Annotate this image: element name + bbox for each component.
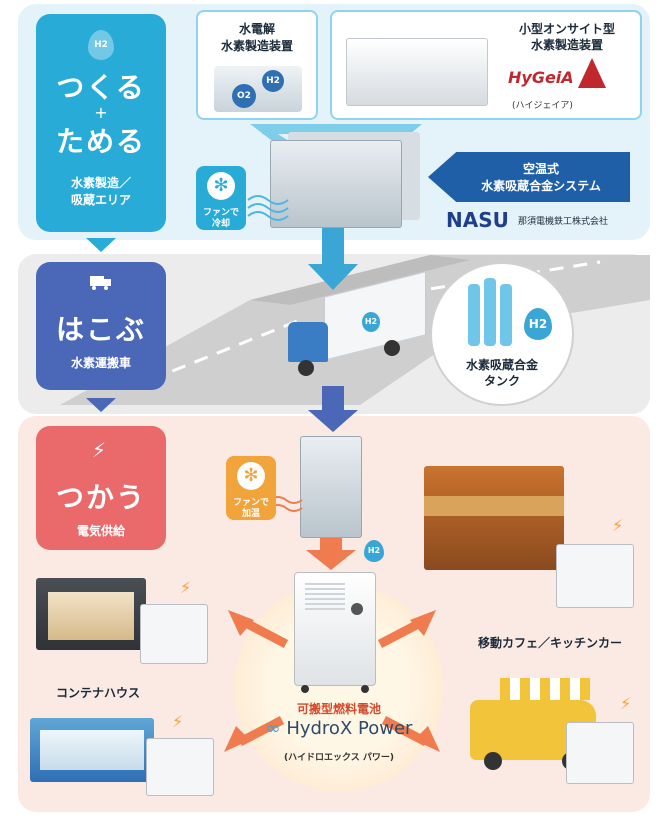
container-generator-2: [146, 738, 214, 796]
stage-make: H2 つくる + ためる 水素製造／ 吸蔵エリア: [36, 14, 166, 232]
o2-bubble: O2: [232, 84, 256, 108]
stage-use-title: つかう: [55, 481, 146, 514]
stage-carry-title: はこぶ: [55, 313, 146, 346]
air-cooled-title-2: 水素吸蔵合金システム: [481, 179, 601, 193]
tank-label-2: タンク: [483, 374, 520, 388]
stage-carry-subtitle: 水素運搬車: [70, 356, 131, 370]
nasu-company: 那須電機鉄工株式会社: [518, 217, 609, 227]
fan-heat-badge: ✻ ファンで 加温: [226, 456, 276, 520]
fuel-cell-device: [294, 572, 376, 693]
kitchen-car-generator: [566, 722, 634, 784]
tank-cylinders-graphic: [468, 278, 518, 348]
tank-label-1: 水素吸蔵合金: [465, 358, 538, 372]
stage-make-subtitle-2: 吸蔵エリア: [70, 193, 131, 207]
lightning-icon-cafe-1: ⚡: [612, 516, 624, 535]
nasu-logo: NASU: [446, 208, 509, 232]
fan-cool-text-1: ファンで: [202, 208, 239, 218]
lightning-icon-cafe-2: ⚡: [620, 694, 632, 713]
onsite-card: 小型オンサイト型 水素製造装置 HyGeiA (ハイジェイア): [330, 10, 642, 120]
fan-heat-text-2: 加温: [241, 509, 260, 519]
container-generator-1: [140, 604, 208, 664]
onsite-machine-graphic: [346, 38, 488, 106]
fan-cool-text-2: 冷却: [211, 219, 230, 229]
stage-make-title-2: ためる: [55, 125, 146, 158]
use-storage-unit-graphic: [300, 436, 362, 538]
stage-carry: はこぶ 水素運搬車: [36, 262, 166, 390]
hydrox-logo: ∞ HydroX Power: [234, 718, 444, 739]
storage-unit-graphic: [270, 140, 402, 228]
air-cooled-banner: 空温式 水素吸蔵合金システム: [428, 152, 630, 202]
container-house-graphic-2: [30, 718, 154, 782]
electrolysis-card: 水電解 水素製造装置 O2 H2: [196, 10, 318, 120]
fuelcell-h2-drop: H2: [364, 540, 384, 562]
cafe-container-graphic: [424, 466, 564, 570]
hydrox-mark-icon: ∞: [265, 718, 281, 739]
h2-bubble: H2: [262, 70, 284, 92]
fan-icon: ✻: [207, 172, 235, 200]
cafe-label: 移動カフェ／キッチンカー: [478, 636, 623, 650]
lightning-icon: ⚡: [92, 438, 107, 462]
stage-make-plus: +: [94, 103, 108, 122]
stage-use-subtitle: 電気供給: [76, 524, 125, 538]
fan-cool-badge: ✻ ファンで 冷却: [196, 166, 246, 230]
h2-drop-icon: H2: [88, 30, 114, 60]
tank-h2-drop: H2: [524, 308, 552, 340]
fuel-cell-reading: (ハイドロエックス パワー): [284, 753, 394, 763]
fan-heat-text-1: ファンで: [232, 498, 269, 508]
hygeia-logo: HyGeiA: [508, 68, 574, 87]
hygeia-a-mark: [578, 58, 606, 88]
stage-make-subtitle-1: 水素製造／: [70, 176, 131, 190]
electrolysis-tank-graphic: [214, 66, 302, 112]
onsite-title-1: 小型オンサイト型: [518, 22, 615, 36]
fuel-cell-label: 可搬型燃料電池: [296, 702, 381, 716]
cafe-generator: [556, 544, 634, 608]
truck-h2-drop: H2: [362, 312, 380, 332]
electrolysis-title-2: 水素製造装置: [220, 39, 293, 53]
tank-circle: H2 水素吸蔵合金 タンク: [430, 262, 574, 406]
stage-make-title-1: つくる: [56, 71, 146, 104]
fan-icon-heat: ✻: [237, 462, 265, 490]
stage-use: ⚡ つかう 電気供給: [36, 426, 166, 550]
air-cooled-title-1: 空温式: [522, 162, 559, 176]
lightning-icon-house-1: ⚡: [180, 578, 192, 597]
hygeia-reading: (ハイジェイア): [512, 101, 573, 111]
hydrox-brand: HydroX Power: [286, 718, 413, 739]
lightning-icon-house-2: ⚡: [172, 712, 184, 731]
container-house-label: コンテナハウス: [56, 686, 141, 700]
truck-graphic: H2: [284, 271, 426, 384]
onsite-title-2: 水素製造装置: [530, 38, 603, 52]
container-house-graphic-1: [36, 578, 146, 650]
truck-icon: [90, 276, 112, 290]
electrolysis-title-1: 水電解: [238, 22, 275, 36]
